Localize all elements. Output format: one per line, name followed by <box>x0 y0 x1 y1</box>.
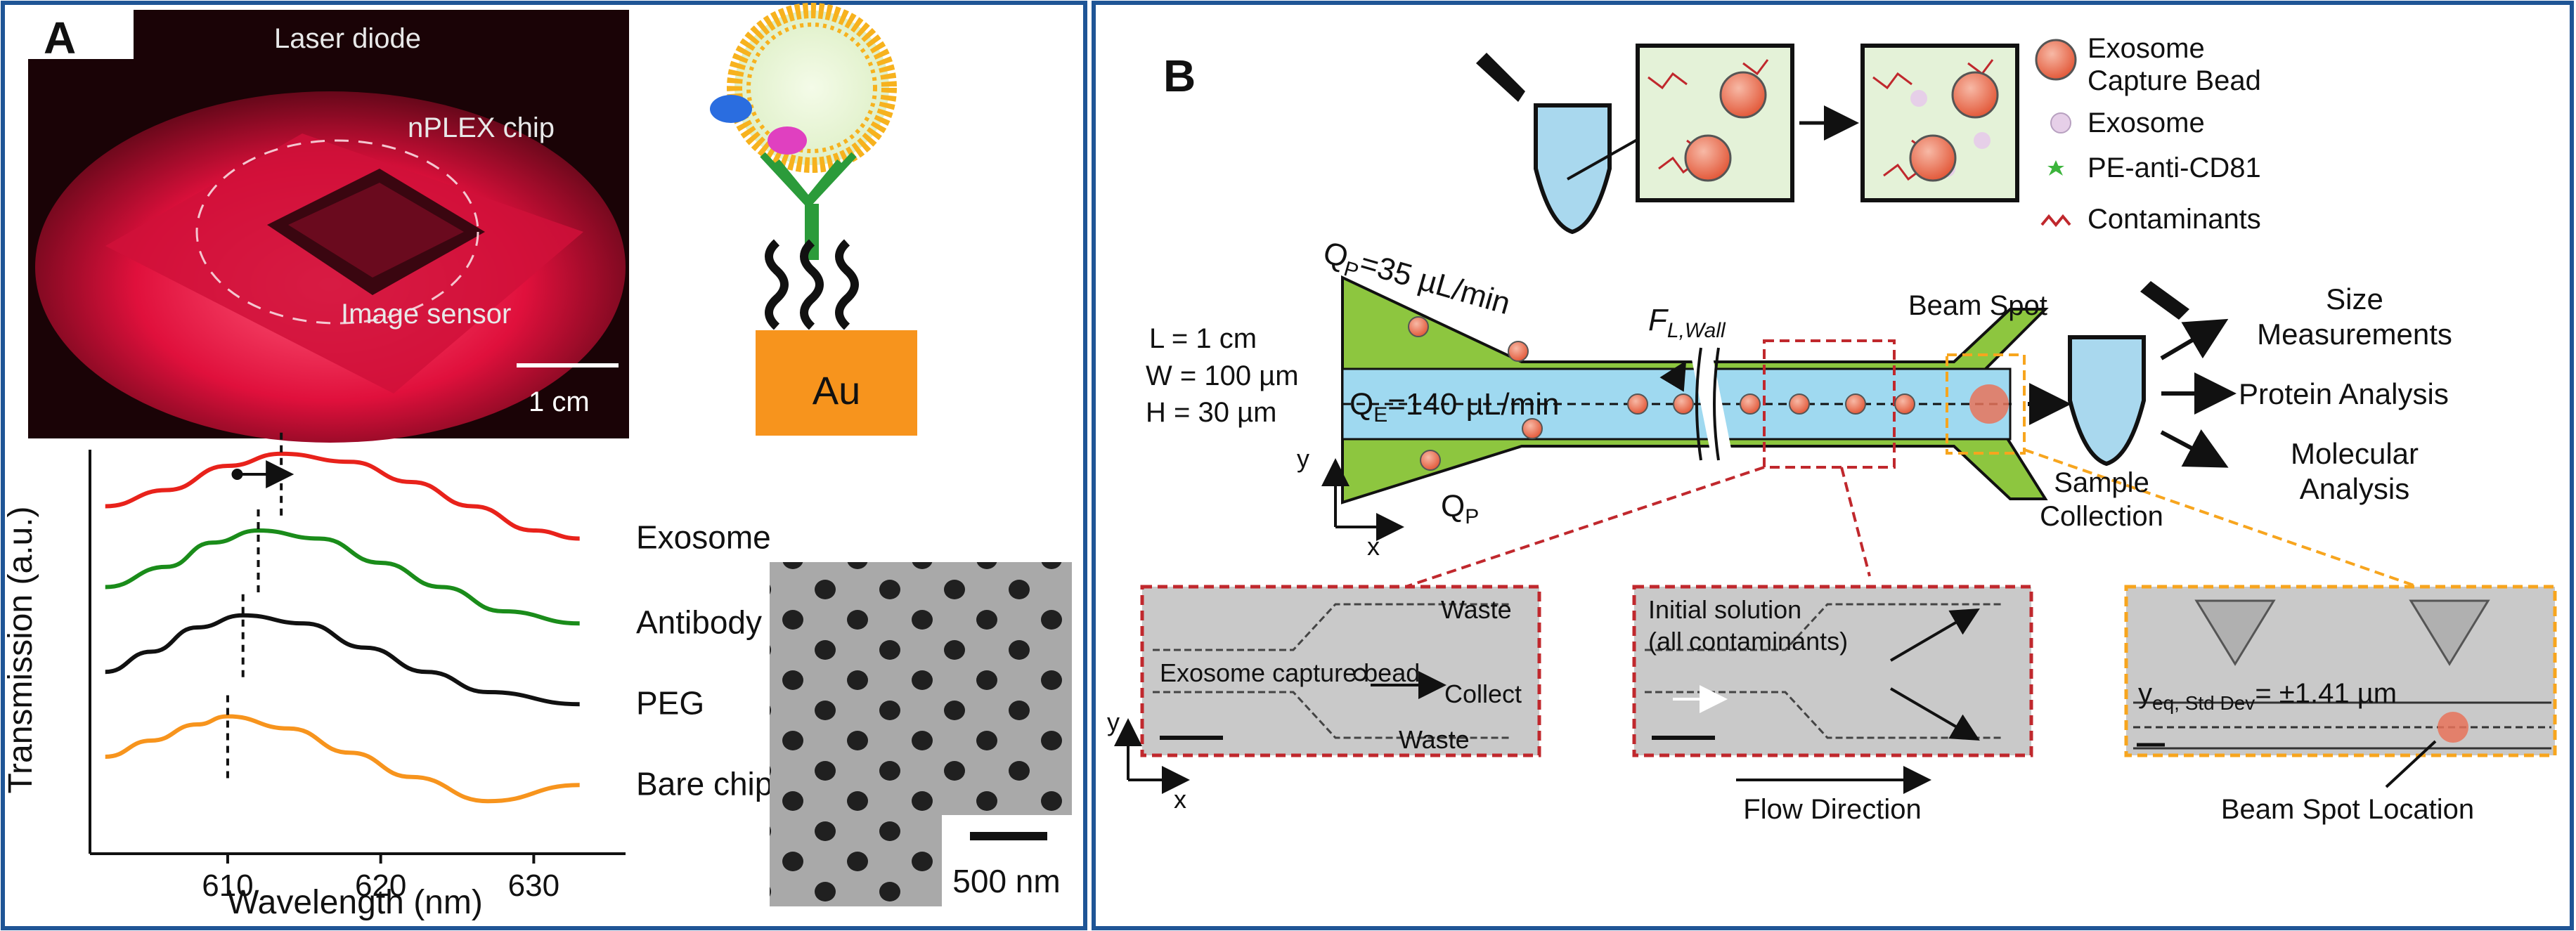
series-line-peg <box>105 613 580 707</box>
y-axis-label: Transmission (a.u.) <box>2 507 39 794</box>
x-tick-label: 610 <box>202 868 253 903</box>
series-label-bare-chip: Bare chip <box>636 765 772 802</box>
inset-1-waste-bottom: Waste <box>1399 725 1470 754</box>
capture-bead <box>1508 341 1529 362</box>
panel-b-legend: Exosome Capture Bead Exosome PE-anti-CD8… <box>2035 33 2261 235</box>
capture-bead <box>1522 418 1543 439</box>
dim-width: W = 100 µm <box>1146 360 1299 391</box>
axis-y-label: y <box>1297 444 1309 473</box>
laser-photo: A Laser diode nPLEX chip Image sensor 1 … <box>28 10 629 443</box>
series-label-peg: PEG <box>636 684 704 721</box>
exosome-icon <box>2050 112 2071 134</box>
legend-pe-anti-cd81: PE-anti-CD81 <box>2088 152 2261 183</box>
nplex-chip-label: nPLEX chip <box>408 112 555 143</box>
sample-collection-label-1: Sample <box>2054 467 2149 498</box>
capture-bead <box>1627 393 1648 415</box>
au-label: Au <box>813 368 861 412</box>
series-line-bare-chip <box>105 714 580 804</box>
series-line-antibody <box>105 528 580 626</box>
inset-3-yeq: yeq, Std Dev= ±1.41 µm <box>2138 678 2397 714</box>
fl-wall-label: FL,Wall <box>1648 303 1726 342</box>
beam-spot-highlight <box>1946 353 2026 455</box>
panel-b-label: B <box>1163 51 1196 101</box>
axis-x-label: x <box>1367 532 1380 561</box>
x-tick-label: 620 <box>355 868 406 903</box>
capture-bead <box>1673 393 1694 415</box>
output-size-1: Size <box>2326 282 2383 315</box>
capture-bead <box>1894 393 1915 415</box>
capture-bead <box>1789 393 1810 415</box>
panel-a-label: A <box>44 13 76 63</box>
legend-capture-bead-1: Exosome <box>2088 33 2205 64</box>
gold-substrate <box>756 330 917 436</box>
inset-1: Waste Exosome capture bead Collect Waste <box>1140 585 1541 757</box>
legend-exosome: Exosome <box>2088 108 2205 138</box>
capture-bead-icon <box>2035 39 2077 81</box>
series-label-antibody: Antibody <box>636 604 762 640</box>
pe-anti-cd81-icon <box>2047 160 2064 176</box>
beam-spot-location-label: Beam Spot Location <box>2221 794 2474 825</box>
channel-beads <box>1408 316 1915 471</box>
series-label-exosome: Exosome <box>636 519 771 556</box>
legend-capture-bead-2: Capture Bead <box>2088 65 2261 96</box>
sem-scale-label: 500 nm <box>952 863 1060 899</box>
membrane-protein-icon <box>710 95 752 123</box>
output-protein: Protein Analysis <box>2239 377 2449 410</box>
inset-1-collect: Collect <box>1444 679 1522 708</box>
output-molecular-1: Molecular <box>2291 437 2419 470</box>
laser-diode-label: Laser diode <box>274 23 421 54</box>
mixture-box-1 <box>1636 44 1794 202</box>
capture-bead <box>1408 316 1429 337</box>
peg-linker-icon <box>765 239 789 330</box>
flow-direction-label: Flow Direction <box>1743 794 1921 825</box>
antibody-icon <box>760 152 857 260</box>
image-sensor-label: Image sensor <box>341 299 511 330</box>
collection-tube-icon <box>2068 281 2189 467</box>
output-size-2: Measurements <box>2257 318 2452 351</box>
inset-1-capture: Exosome capture bead <box>1160 658 1420 687</box>
capture-bead <box>1740 393 1761 415</box>
inset-1-axis-y: y <box>1107 708 1120 736</box>
exosome-vesicle <box>734 11 889 165</box>
dim-length: L = 1 cm <box>1149 323 1257 354</box>
contaminants-icon <box>2040 214 2071 228</box>
series-line-exosome <box>105 451 580 541</box>
mixture-box-2 <box>1860 44 2019 202</box>
beam-spot-icon <box>1969 384 2009 424</box>
lipid-bilayer <box>727 3 897 173</box>
sample-collection-label-2: Collection <box>2040 501 2163 532</box>
inset-2-line-2: (all contaminants) <box>1648 627 1848 656</box>
legend-contaminants: Contaminants <box>2088 204 2261 235</box>
inset-1-axis-x: x <box>1174 785 1186 814</box>
output-molecular-2: Analysis <box>2300 472 2409 505</box>
qe-label: QE=140 µL/min <box>1350 387 1560 427</box>
inset-2-line-1: Initial solution <box>1648 595 1801 624</box>
inset-3: yeq, Std Dev= ±1.41 µm <box>2124 585 2557 757</box>
qp-bottom-label: QP <box>1441 489 1479 528</box>
pipette-icon <box>1476 53 1525 102</box>
photo-scale-label: 1 cm <box>529 386 590 417</box>
capture-bead <box>1845 393 1866 415</box>
capture-bead <box>1420 450 1441 471</box>
microfluidic-channel <box>1341 275 2419 588</box>
x-tick-label: 630 <box>508 868 559 903</box>
inset-2: Initial solution (all contaminants) <box>1632 585 2033 757</box>
inset-1-waste-top: Waste <box>1441 595 1512 624</box>
dim-height: H = 30 µm <box>1146 397 1276 428</box>
surface-chemistry-diagram: Au <box>710 3 917 436</box>
sample-tube-icon <box>1476 53 1612 235</box>
beam-spot-label: Beam Spot <box>1908 290 2047 321</box>
x-axis-label: Wavelength (nm) <box>227 884 483 921</box>
sem-image: 500 nm <box>770 562 1072 906</box>
